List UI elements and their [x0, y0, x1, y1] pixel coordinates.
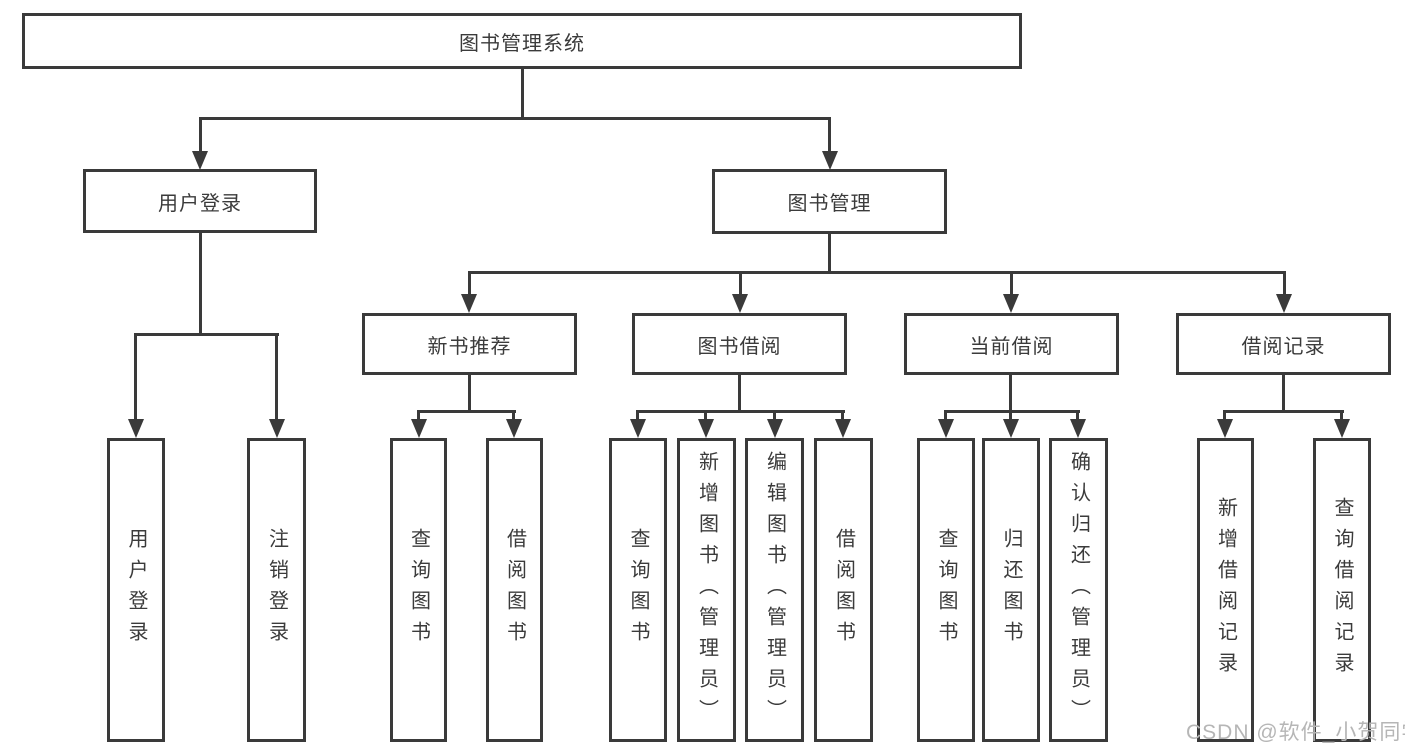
- arrow-down-icon: [822, 151, 838, 170]
- arrow-down-icon: [698, 419, 714, 438]
- arrow-down-icon: [269, 419, 285, 438]
- arrow-down-icon: [461, 294, 477, 313]
- connector-line: [773, 413, 776, 420]
- node-current-borrowing: 当前借阅: [904, 313, 1119, 375]
- arrow-down-icon: [732, 294, 748, 313]
- connector-line: [1223, 413, 1226, 420]
- leaf-borrow-books: 借阅图书: [814, 438, 873, 742]
- connector-line: [1223, 410, 1344, 413]
- arrow-down-icon: [1003, 419, 1019, 438]
- connector-line: [1340, 413, 1343, 420]
- connector-line: [134, 336, 137, 420]
- node-borrowing-records: 借阅记录: [1176, 313, 1391, 375]
- leaf-return-books: 归还图书: [982, 438, 1040, 742]
- connector-line: [468, 271, 1286, 274]
- connector-line: [468, 274, 471, 295]
- arrow-down-icon: [128, 419, 144, 438]
- arrow-down-icon: [1070, 419, 1086, 438]
- connector-line: [1282, 375, 1285, 412]
- leaf-query-books-borrow: 查询图书: [609, 438, 667, 742]
- arrow-down-icon: [938, 419, 954, 438]
- connector-line: [739, 274, 742, 295]
- connector-line: [828, 117, 831, 152]
- arrow-down-icon: [835, 419, 851, 438]
- node-library-management-system: 图书管理系统: [22, 13, 1022, 69]
- watermark: CSDN @软件_小贺同学: [1186, 721, 1405, 744]
- leaf-query-books-newbook: 查询图书: [390, 438, 447, 742]
- node-book-borrowing: 图书借阅: [632, 313, 847, 375]
- leaf-user-login: 用户登录: [107, 438, 165, 742]
- connector-line: [828, 234, 831, 274]
- connector-line: [704, 413, 707, 420]
- node-new-book-recommendation: 新书推荐: [362, 313, 577, 375]
- node-book-management: 图书管理: [712, 169, 947, 234]
- leaf-confirm-return-admin: 确认归还（管理员）: [1049, 438, 1108, 742]
- arrow-down-icon: [630, 419, 646, 438]
- connector-line: [468, 375, 471, 412]
- connector-line: [1283, 274, 1286, 295]
- connector-line: [1009, 375, 1012, 412]
- connector-line: [134, 333, 279, 336]
- arrow-down-icon: [506, 419, 522, 438]
- leaf-logout: 注销登录: [247, 438, 306, 742]
- leaf-add-borrow-record: 新增借阅记录: [1197, 438, 1254, 742]
- connector-line: [636, 413, 639, 420]
- connector-line: [944, 410, 1080, 413]
- connector-line: [417, 413, 420, 420]
- arrow-down-icon: [767, 419, 783, 438]
- node-user-login: 用户登录: [83, 169, 317, 233]
- connector-line: [738, 375, 741, 412]
- connector-line: [841, 413, 844, 420]
- connector-line: [1009, 413, 1012, 420]
- arrow-down-icon: [1217, 419, 1233, 438]
- connector-line: [512, 413, 515, 420]
- arrow-down-icon: [192, 151, 208, 170]
- arrow-down-icon: [1276, 294, 1292, 313]
- leaf-add-books-admin: 新增图书（管理员）: [677, 438, 736, 742]
- connector-line: [199, 117, 831, 120]
- connector-line: [636, 410, 845, 413]
- leaf-query-books-current: 查询图书: [917, 438, 975, 742]
- leaf-query-borrow-record: 查询借阅记录: [1313, 438, 1371, 742]
- connector-line: [1010, 274, 1013, 295]
- connector-line: [275, 336, 278, 420]
- connector-line: [199, 117, 202, 152]
- arrow-down-icon: [1003, 294, 1019, 313]
- arrow-down-icon: [1334, 419, 1350, 438]
- connector-line: [1076, 413, 1079, 420]
- leaf-edit-books-admin: 编辑图书（管理员）: [745, 438, 804, 742]
- leaf-borrow-books-newbook: 借阅图书: [486, 438, 543, 742]
- connector-line: [944, 413, 947, 420]
- arrow-down-icon: [411, 419, 427, 438]
- connector-line: [521, 69, 524, 117]
- connector-line: [417, 410, 516, 413]
- connector-line: [199, 233, 202, 335]
